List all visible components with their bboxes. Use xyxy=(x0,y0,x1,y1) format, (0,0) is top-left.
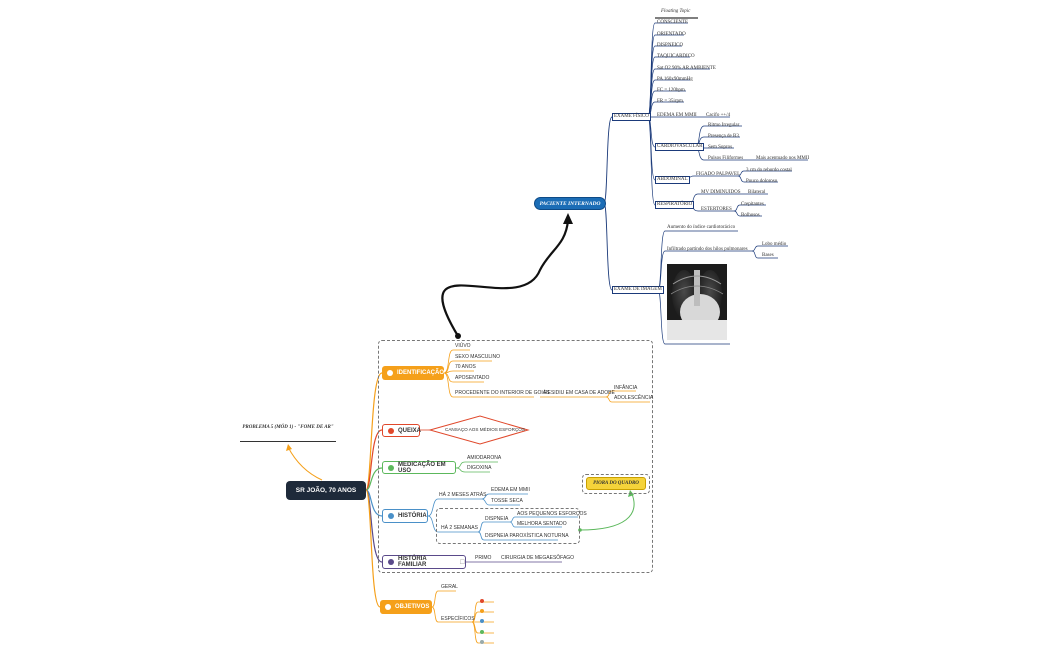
branch-identificacao[interactable]: IDENTIFICAÇÃO xyxy=(382,366,444,380)
finding-2: DISPNEICO xyxy=(657,43,684,48)
piora-label: PIORA DO QUADRO xyxy=(593,481,639,486)
cardio-item-0: Ritmo Irregular xyxy=(708,123,740,128)
finding-7: FR = 35irpm xyxy=(657,99,683,104)
ident-periodo-0: INFÂNCIA xyxy=(614,385,638,391)
objetivo-icon-5 xyxy=(480,640,484,644)
historia-meses-item-1: TOSSE SECA xyxy=(491,498,523,504)
ident-item-4: PROCEDENTE DO INTERIOR DE GOIÁS xyxy=(455,390,550,396)
ident-residiu: RESIDIU EM CASA DE ADOBE xyxy=(544,390,615,396)
finding-6: FC = 120bpm xyxy=(657,88,685,93)
familiar-icon xyxy=(388,559,394,565)
respiratorio-mv-detail: Bilateral xyxy=(748,190,766,195)
objetivos-label: OBJETIVOS xyxy=(395,604,430,610)
familiar-detail: CIRURGIA DE MEGAESÔFAGO xyxy=(501,555,575,561)
abdominal-detail-0: 3 cm do rebordo costal xyxy=(746,168,792,173)
finding-0: CONSCIENTE xyxy=(657,20,689,25)
abdominal-item: FIGADO PALPAVEL xyxy=(696,172,741,177)
historia-meses-item-0: EDEMA EM MMII xyxy=(491,487,530,493)
exame-fisico-node[interactable]: EXAME FÍSICO xyxy=(612,113,651,121)
imagem-node[interactable]: EXAME DE IMAGEM xyxy=(612,286,664,294)
objetivos-especificos: ESPECÍFICOS xyxy=(441,616,475,622)
root-node[interactable]: SR JOÃO, 70 ANOS xyxy=(286,481,366,500)
historia-dispneia-item-1: MELHORA SENTADO xyxy=(517,521,567,527)
case-frame xyxy=(378,340,653,573)
objetivo-icon-2 xyxy=(480,609,484,613)
estertores-detail-1: Bolhosos xyxy=(741,213,760,218)
floating-topic: Floating Topic xyxy=(661,9,691,14)
problem-underline xyxy=(240,441,336,442)
identificacao-label: IDENTIFICAÇÃO xyxy=(397,370,444,376)
finding-1: ORIENTADO xyxy=(657,32,686,37)
ident-item-3: APOSENTADO xyxy=(455,375,490,381)
medicacao-item-0: AMIODARONA xyxy=(467,455,502,461)
medicacao-label: MEDICAÇÃO EM USO xyxy=(398,461,446,474)
edema-label: EDEMA EM MMII xyxy=(657,113,697,118)
ident-item-1: SEXO MASCULINO xyxy=(455,354,501,360)
medicacao-item-1: DIGOXINA xyxy=(467,465,492,471)
ident-periodo-1: ADOLESCÊNCIA xyxy=(614,395,654,401)
estertores-detail-0: Crepitantes xyxy=(741,202,764,207)
historia-dpn: DISPNEIA PAROXÍSTICA NOTURNA xyxy=(485,533,569,539)
imagem-cardio-index: Aumento do índice cardiotorácico xyxy=(667,225,736,230)
medicacao-icon xyxy=(388,464,394,471)
respiratorio-estertores: ESTERTORES xyxy=(701,207,732,212)
queixa-label: QUEIXA xyxy=(398,427,422,434)
finding-3: TAQUICARDICO xyxy=(657,54,695,59)
respiratorio-mv: MV DIMINUIDOS xyxy=(701,190,741,195)
abdominal-node[interactable]: ABDOMINAL xyxy=(655,176,690,184)
dispneia-frame xyxy=(436,508,580,544)
historia-meses: HÁ 2 MESES ATRÁS xyxy=(439,492,487,498)
branch-historia[interactable]: HISTÓRIA xyxy=(382,509,428,523)
branch-queixa[interactable]: QUEIXA xyxy=(382,424,422,437)
infiltrado-detail-0: Lobo médio xyxy=(762,242,787,247)
historia-label: HISTÓRIA xyxy=(398,513,427,519)
objetivo-icon-3 xyxy=(480,619,484,623)
cardio-node[interactable]: CARDIOVASCULAR xyxy=(655,143,705,151)
edema-detail: Cacifo ++/4 xyxy=(706,113,731,118)
familiar-primo: PRIMO xyxy=(475,555,492,561)
patient-label: PACIENTE INTERNADO xyxy=(539,200,601,207)
historia-dispneia: DISPNEIA xyxy=(485,516,509,522)
objetivo-icon-1 xyxy=(480,599,484,603)
branch-familiar[interactable]: HISTÓRIA FAMILIAR ☐ xyxy=(382,555,466,569)
cardio-pulsos-detail: Mais acentuado nos MMII xyxy=(756,156,810,161)
piora-frame xyxy=(582,474,650,494)
note-icon: ☐ xyxy=(459,559,465,566)
ident-item-0: VIÚVO xyxy=(455,343,471,349)
finding-5: PA 160x90mmHg xyxy=(657,77,693,82)
problem-title: PROBLEMA 5 (MÓD 1) - "FOME DE AR" xyxy=(242,425,334,430)
root-label: SR JOÃO, 70 ANOS xyxy=(295,487,357,494)
historia-icon xyxy=(388,513,394,519)
queixa-icon xyxy=(388,427,394,434)
cardio-item-2: Sem Sopros xyxy=(708,145,733,150)
finding-4: Sat O2 90% AR AMBIENTE xyxy=(657,66,716,71)
ident-item-2: 70 ANOS xyxy=(455,364,476,370)
respiratorio-node[interactable]: RESPIRATÓRIO xyxy=(655,201,695,209)
cardio-item-1: Presença de B3 xyxy=(708,134,739,139)
familiar-label: HISTÓRIA FAMILIAR xyxy=(398,556,427,568)
patient-node[interactable]: PACIENTE INTERNADO xyxy=(534,197,606,210)
branch-objetivos[interactable]: OBJETIVOS xyxy=(380,600,432,614)
historia-dispneia-item-0: AOS PEQUENOS ESFORÇOS xyxy=(517,511,587,517)
queixa-text: CANSAÇO AOS MÉDIOS ESFORÇOS xyxy=(445,427,525,432)
infiltrado-detail-1: Bases xyxy=(762,253,774,258)
objetivos-icon xyxy=(385,604,391,610)
abdominal-detail-1: Pouco doloroso xyxy=(746,179,778,184)
identificacao-icon xyxy=(387,370,393,376)
chest-xray-image xyxy=(667,264,727,340)
cardio-item-3: Pulsos Filiformes xyxy=(708,156,744,161)
objetivos-geral: GERAL xyxy=(441,584,458,590)
piora-node[interactable]: PIORA DO QUADRO xyxy=(586,477,646,490)
objetivo-icon-4 xyxy=(480,630,484,634)
historia-semanas: HÁ 2 SEMANAS xyxy=(441,525,478,531)
branch-medicacao[interactable]: MEDICAÇÃO EM USO xyxy=(382,461,456,474)
imagem-infiltrado: Infiltrado partindo dos hilos pulmonares xyxy=(667,247,748,252)
